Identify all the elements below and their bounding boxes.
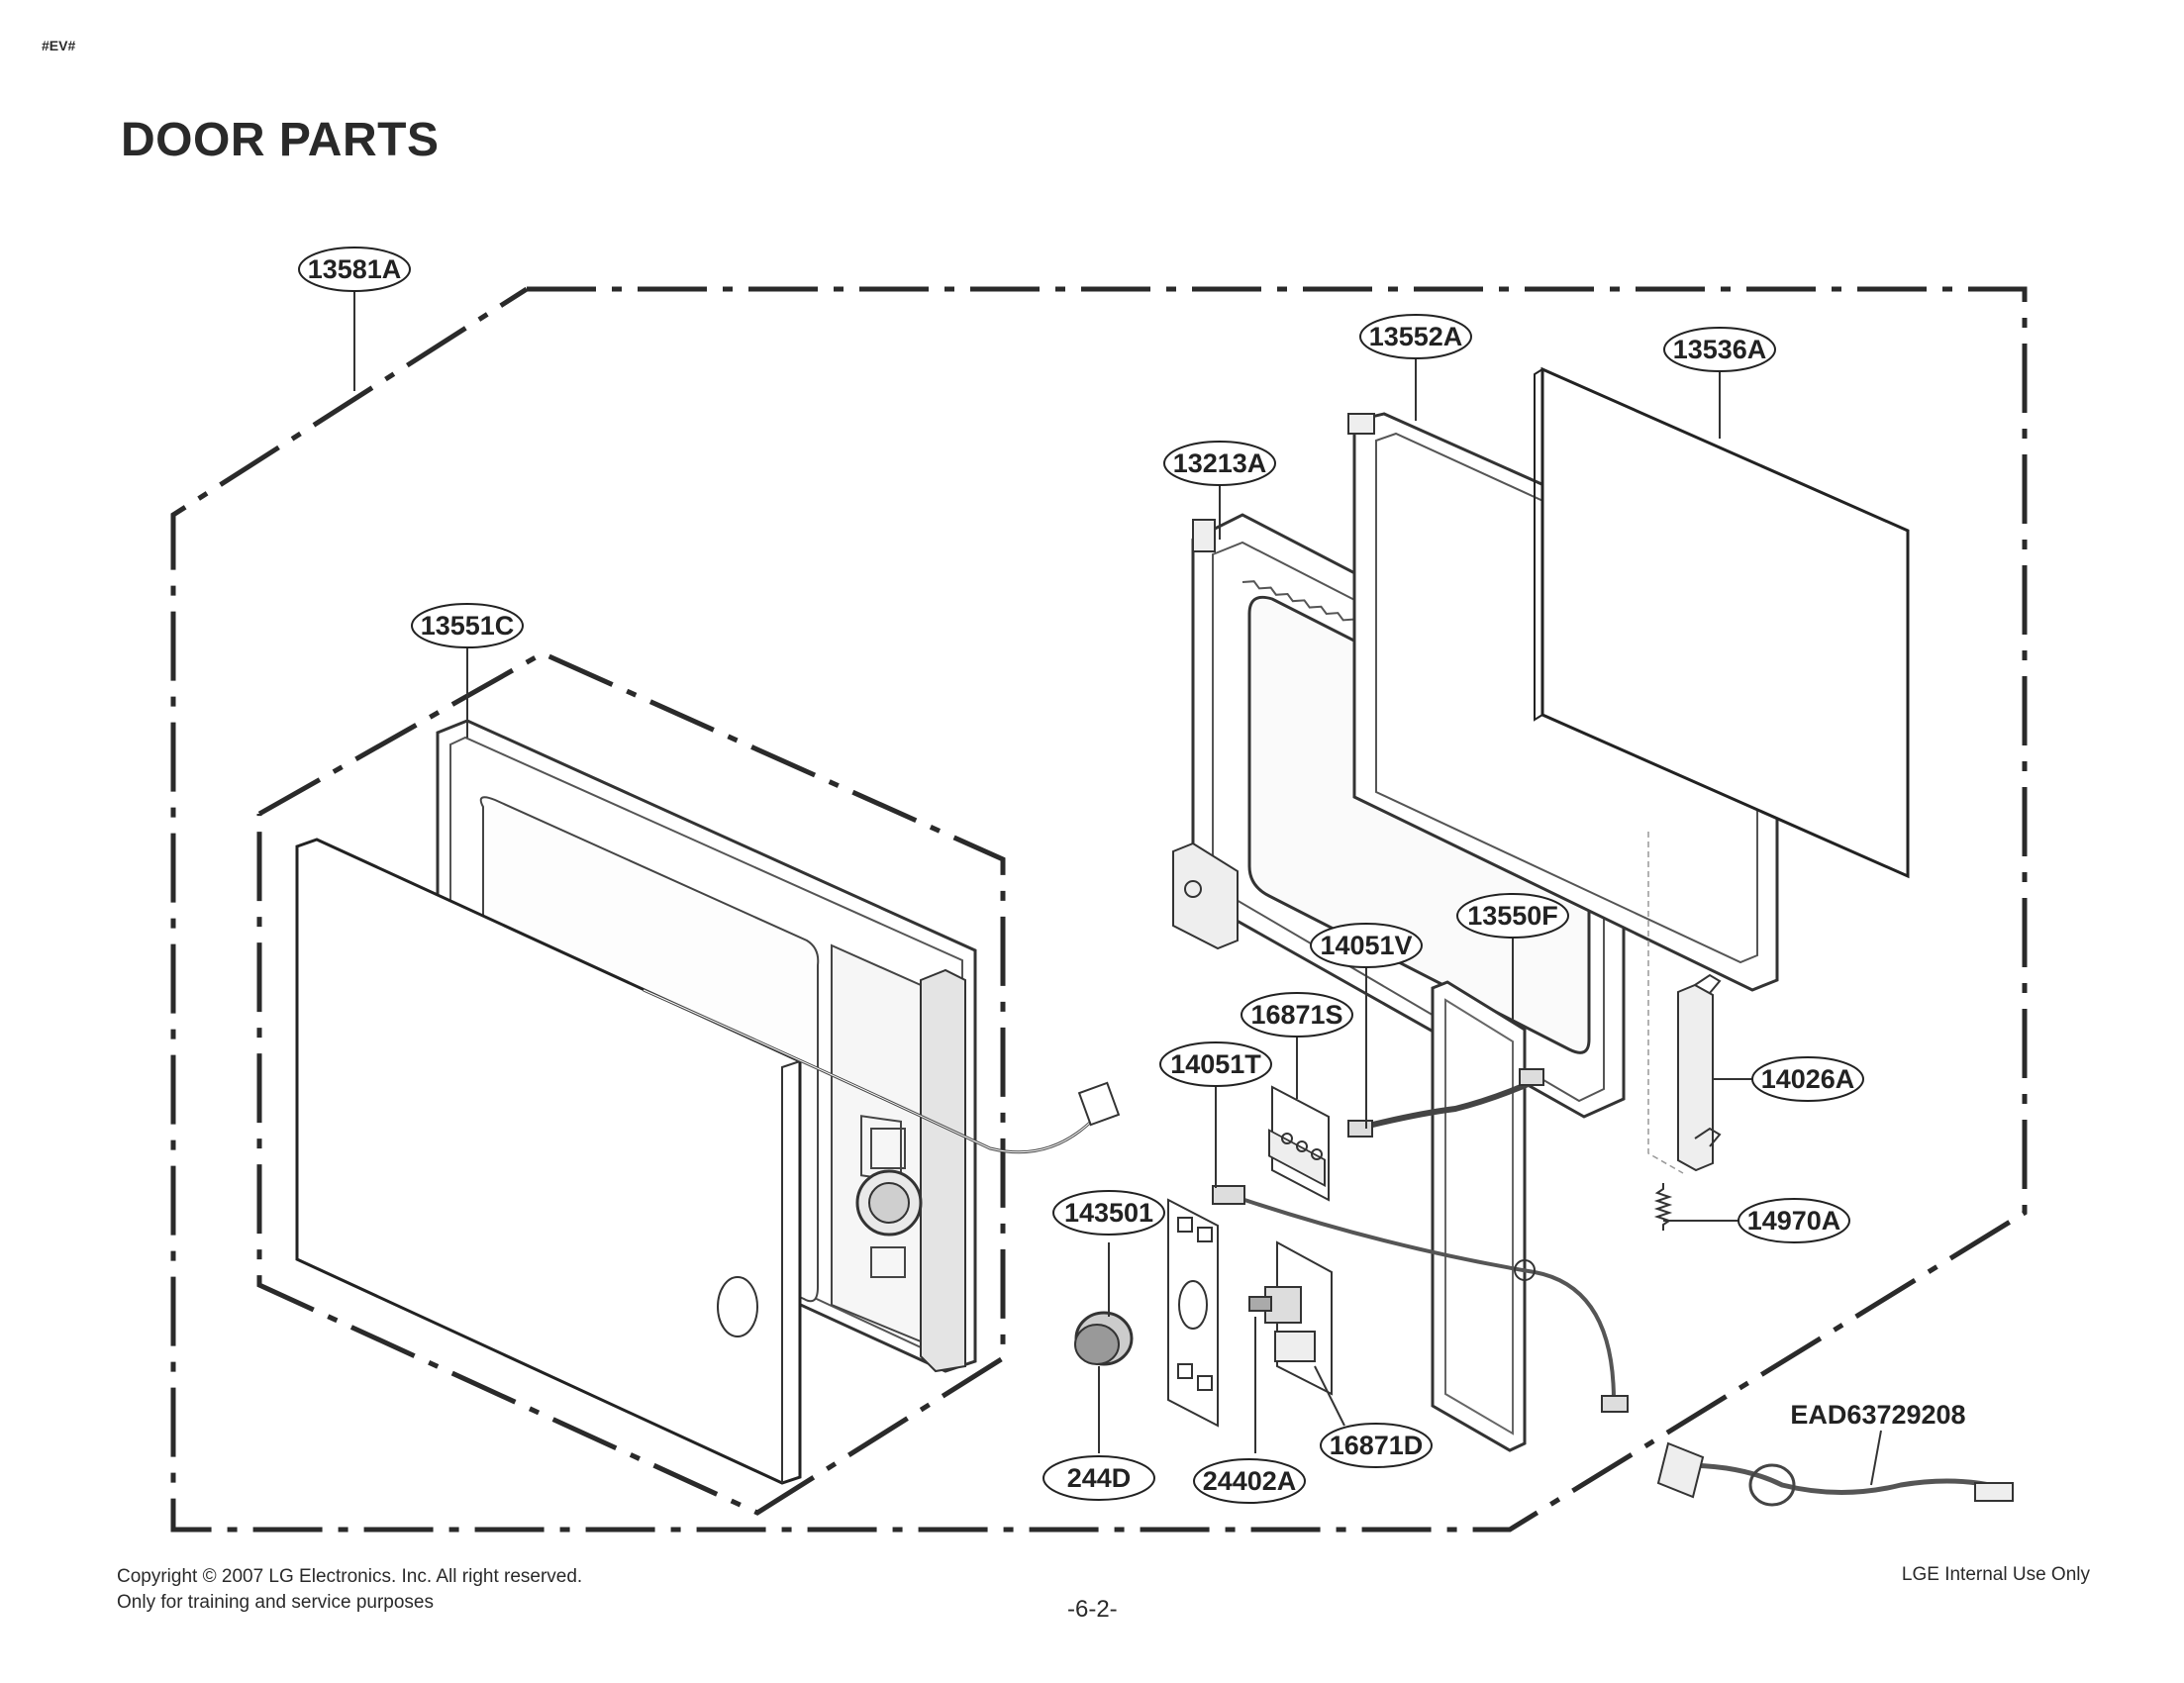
encoder-pcb-drawing (1248, 1240, 1333, 1396)
part-number-label: 24402A (1203, 1466, 1297, 1496)
callout-oval (1751, 1056, 1864, 1102)
part-number-label: 14970A (1747, 1206, 1841, 1236)
page-number: -6-2- (1067, 1596, 1118, 1623)
door-glass-drawing (1540, 366, 1910, 879)
callout-14026a: 14026A (1751, 1056, 1864, 1102)
callout-oval (1737, 1198, 1850, 1243)
part-number-label: 13550F (1467, 901, 1558, 931)
leader-lines (353, 289, 1882, 1486)
part-number-label: 14051T (1170, 1049, 1261, 1079)
callout-13551c: 13551C (411, 603, 524, 648)
part-number-label: 13213A (1173, 448, 1267, 478)
ead-harness-drawing (1656, 1441, 2014, 1507)
page-title: DOOR PARTS (121, 114, 440, 166)
callout-14970a: 14970A (1737, 1198, 1850, 1243)
callout-13536a: 13536A (1663, 327, 1776, 372)
callout-13213a: 13213A (1163, 441, 1276, 486)
callout-13552a: 13552A (1359, 314, 1472, 359)
choke-cover-drawing (1431, 980, 1527, 1452)
callout-oval (1241, 992, 1353, 1038)
callout-13581a: 13581A (298, 247, 411, 292)
callout-oval (1663, 327, 1776, 372)
callout-143501: 143501 (1052, 1190, 1165, 1236)
callout-oval (1310, 923, 1423, 968)
part-number-label: EAD63729208 (1790, 1400, 1965, 1430)
callout-24402a: 24402A (1193, 1458, 1306, 1504)
part-callouts: 13581A 13552A 13536A 13213A 13551C 13550F 1405… (298, 247, 1966, 1504)
callout-oval (1359, 314, 1472, 359)
latch-drawing (1647, 832, 1722, 1174)
doc-tag: #EV# (42, 38, 76, 53)
callout-14051v: 14051V (1310, 923, 1423, 968)
callout-oval (1159, 1041, 1272, 1087)
pcb-16871s-drawing (1268, 1085, 1330, 1202)
harness-14051t-drawing (1232, 1194, 1616, 1402)
callout-13550f: 13550F (1456, 893, 1569, 939)
callout-16871s: 16871S (1241, 992, 1353, 1038)
callout-oval (298, 247, 411, 292)
callout-ead: EAD63729208 (1790, 1400, 1965, 1430)
callout-244d: 244D (1042, 1455, 1155, 1501)
footer-internal: LGE Internal Use Only (1901, 1564, 2090, 1585)
footer-copyright: Copyright © 2007 LG Electronics. Inc. Al… (117, 1566, 583, 1587)
key-sheet-drawing (1167, 1198, 1219, 1428)
footer-copyright-block: Copyright © 2007 LG Electronics. Inc. Al… (117, 1564, 582, 1616)
door-assembly-drawing (295, 719, 1121, 1485)
callout-oval (1042, 1455, 1155, 1501)
callout-oval (1163, 441, 1276, 486)
part-number-label: 13551C (421, 611, 515, 641)
assembly-boundary-door (256, 650, 1006, 1516)
footer-purpose: Only for training and service purposes (117, 1592, 434, 1613)
assembly-boundary-outer (170, 286, 2028, 1533)
callout-oval (1320, 1423, 1433, 1468)
part-number-label: 16871D (1330, 1431, 1424, 1460)
part-number-label: 14026A (1761, 1064, 1855, 1094)
callout-oval (1193, 1458, 1306, 1504)
part-number-label: 143501 (1064, 1198, 1153, 1228)
knob-drawing (1074, 1311, 1134, 1366)
part-number-label: 16871S (1250, 1000, 1342, 1030)
spring-drawing (1653, 1183, 1673, 1231)
part-number-label: 13552A (1369, 322, 1463, 351)
part-number-label: 244D (1067, 1463, 1132, 1493)
part-number-label: 13581A (308, 254, 402, 284)
part-number-label: 14051V (1320, 931, 1412, 960)
callout-oval (1052, 1190, 1165, 1236)
callout-14051t: 14051T (1159, 1041, 1272, 1087)
callout-16871d: 16871D (1320, 1423, 1433, 1468)
part-number-label: 13536A (1673, 335, 1767, 364)
callout-oval (411, 603, 524, 648)
harness-14051v-drawing (1355, 1076, 1541, 1132)
callout-oval (1456, 893, 1569, 939)
